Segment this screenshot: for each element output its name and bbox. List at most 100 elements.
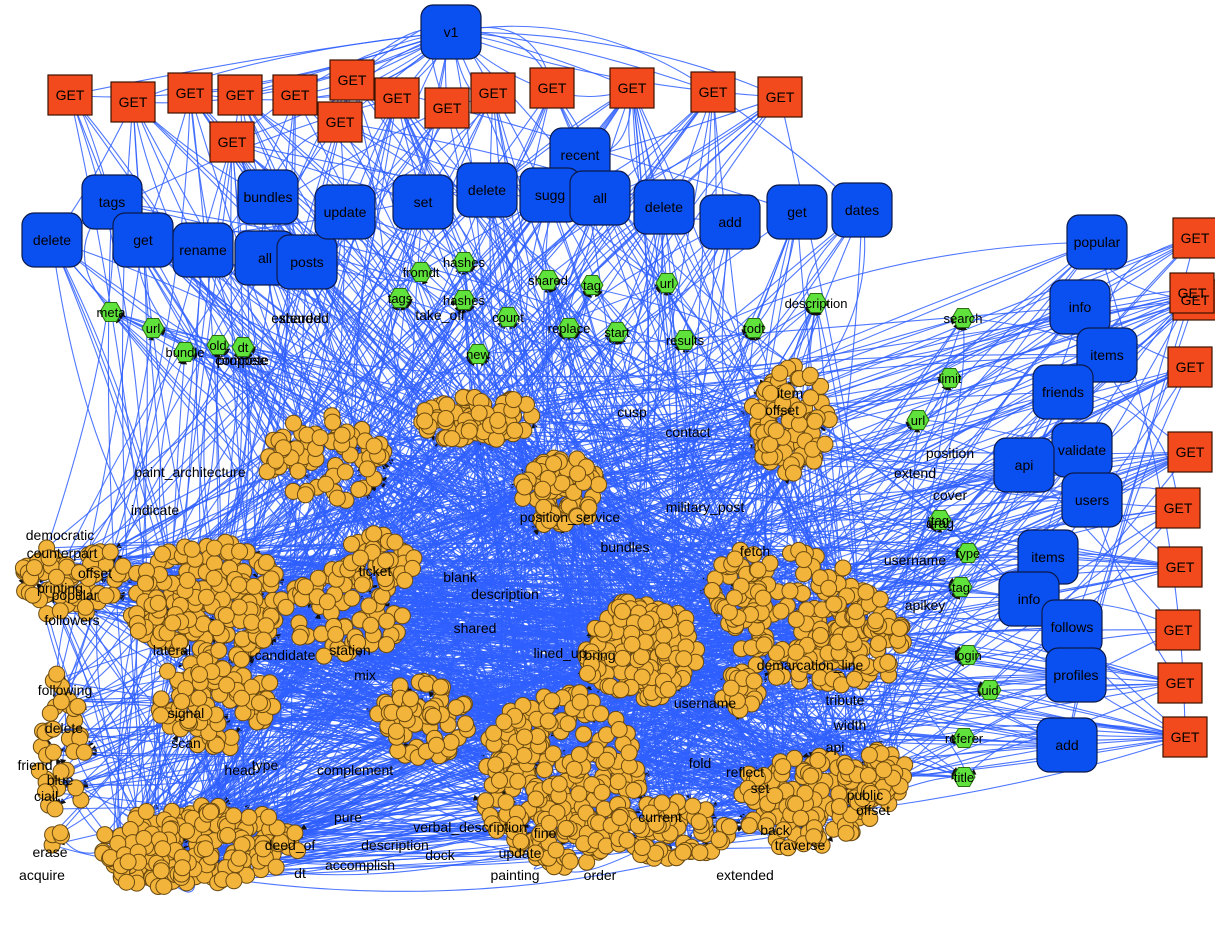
term-node	[191, 666, 208, 683]
edge	[792, 440, 1093, 501]
term-node	[129, 622, 147, 640]
edge	[351, 79, 403, 686]
term-node	[277, 598, 295, 616]
term-node	[198, 588, 215, 606]
edge	[242, 346, 795, 378]
edge	[181, 91, 714, 868]
edge	[637, 680, 862, 777]
edge	[432, 96, 781, 718]
edge	[463, 299, 741, 711]
edge	[110, 311, 789, 849]
term-node	[260, 808, 278, 826]
edge	[396, 97, 514, 434]
edge	[152, 327, 730, 577]
term-node	[289, 462, 307, 480]
term-node	[443, 430, 461, 448]
edge	[599, 197, 840, 794]
term-node	[231, 542, 249, 560]
edge	[886, 464, 1025, 768]
edge	[125, 249, 204, 864]
term-node	[137, 574, 154, 592]
term-node	[152, 706, 170, 724]
term-node	[350, 481, 368, 498]
edge	[434, 209, 863, 707]
edge	[362, 499, 1093, 586]
edge	[28, 572, 540, 838]
term-node	[218, 676, 236, 694]
edge	[401, 419, 919, 575]
term-node	[378, 636, 395, 654]
edge	[802, 464, 1025, 777]
term-node	[202, 803, 220, 821]
term-node	[97, 587, 115, 605]
term-node	[51, 602, 69, 620]
term-node	[360, 597, 378, 615]
edge	[248, 601, 754, 823]
term-node	[506, 421, 524, 439]
edge	[141, 94, 241, 854]
edge	[811, 317, 964, 567]
term-node	[48, 568, 65, 586]
edge	[288, 87, 633, 455]
term-node	[159, 662, 176, 680]
term-node	[317, 475, 335, 493]
term-node	[63, 586, 81, 604]
term-node	[470, 404, 488, 422]
term-node	[358, 460, 376, 478]
edge	[295, 97, 398, 596]
edge	[591, 284, 850, 774]
term-node	[393, 607, 411, 625]
term-node	[267, 451, 285, 469]
term-node	[251, 694, 268, 712]
term-node	[569, 465, 587, 483]
edge	[897, 366, 1191, 641]
graph-nodes	[14, 4, 1215, 895]
term-node	[296, 486, 314, 504]
edge	[204, 852, 706, 892]
edge	[394, 96, 781, 727]
term-node	[545, 455, 563, 473]
term-node	[206, 539, 223, 557]
edge	[142, 239, 878, 781]
edge	[217, 344, 632, 634]
term-node	[590, 476, 608, 494]
edge	[42, 730, 486, 802]
edge	[450, 31, 781, 98]
edge	[876, 317, 965, 633]
term-node	[296, 578, 314, 596]
term-node	[178, 822, 195, 840]
term-node	[205, 569, 223, 587]
edge	[69, 94, 148, 572]
edge	[51, 239, 354, 566]
edge	[339, 121, 467, 401]
term-node	[225, 807, 243, 825]
edge	[416, 209, 863, 748]
term-node	[219, 827, 237, 844]
edge	[794, 465, 1093, 501]
term-node	[240, 808, 258, 826]
edge	[145, 96, 781, 584]
edge	[354, 97, 398, 543]
edge	[661, 206, 732, 567]
edge	[779, 209, 863, 762]
term-node	[233, 651, 250, 668]
edge	[239, 94, 759, 571]
term-node	[190, 689, 208, 707]
edge	[401, 197, 601, 552]
term-node	[257, 617, 275, 635]
edge	[61, 353, 479, 687]
edge	[549, 519, 1181, 568]
term-node	[243, 613, 261, 631]
term-node	[197, 840, 214, 858]
edge	[351, 79, 847, 642]
term-node	[285, 414, 302, 432]
edge	[69, 94, 406, 581]
term-node	[416, 412, 434, 430]
term-node	[114, 557, 132, 575]
term-node	[437, 410, 455, 427]
term-node	[183, 540, 201, 558]
term-node	[77, 598, 94, 616]
term-node	[230, 576, 248, 594]
term-node	[255, 631, 273, 649]
